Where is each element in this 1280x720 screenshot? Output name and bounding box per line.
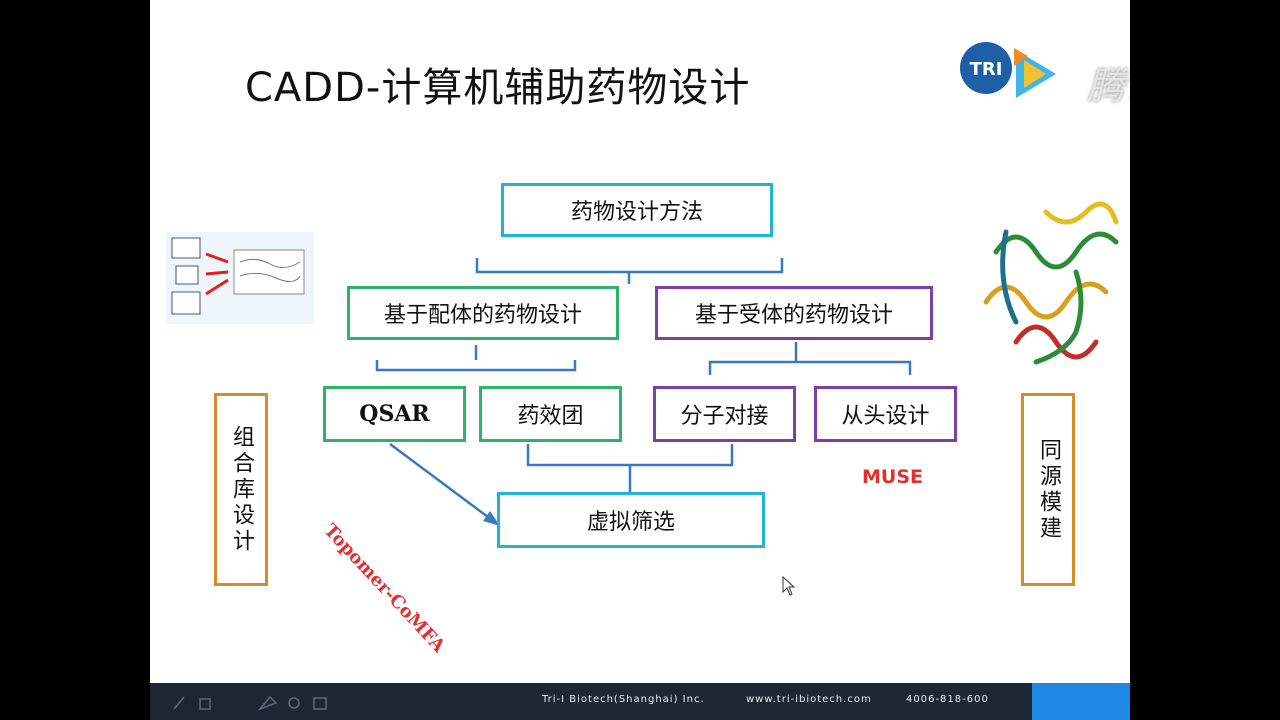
box-pharmacophore: 药效团 [479,386,622,442]
box-docking: 分子对接 [653,386,796,442]
logo-text: TRI [970,59,1003,80]
shape-icon [257,695,278,711]
slide-title: CADD-计算机辅助药物设计 [245,65,751,111]
box-combinatorial-library-label: 组合库设计 [229,424,254,555]
box-virtual-screening: 虚拟筛选 [497,492,765,548]
box-homology-modeling-label: 同源模建 [1036,437,1061,542]
connector-qsar-arrow [389,442,493,522]
footer-phone: 4006-818-600 [906,694,989,705]
slide-footer: Tri-I Biotech(Shanghai) Inc. www.tri-ibi… [150,683,1130,720]
mouse-cursor-icon [782,576,796,596]
box-receptor-based: 基于受体的药物设计 [655,286,933,340]
combinatorial-library-illustration [166,232,314,324]
footer-website: www.tri-ibiotech.com [746,694,872,705]
box-pharmacophore-label: 药效团 [517,404,584,429]
footer-accent-block [1032,683,1130,720]
box-homology-modeling: 同源模建 [1021,393,1075,586]
box-virtual-screening-label: 虚拟筛选 [586,510,675,535]
connector-root [475,258,784,274]
toolbar-icons [173,695,327,711]
box-qsar: QSAR [323,386,466,442]
box-qsar-label: QSAR [359,401,430,427]
arrowhead [483,511,500,526]
slide: CADD-计算机辅助药物设计 药物设计方法 基于配体的药物设计 基于受体的药物设… [150,0,1130,720]
box-de-novo: 从头设计 [814,386,957,442]
box-combinatorial-library: 组合库设计 [214,393,268,586]
diagram-connectors [375,258,912,526]
connector-receptor [708,360,912,375]
box-docking-label: 分子对接 [680,404,769,429]
screen-icon [313,697,327,710]
box-receptor-based-label: 基于受体的药物设计 [694,303,893,328]
muse-label: MUSE [862,466,923,488]
box-ligand-based: 基于配体的药物设计 [347,286,619,340]
box-drug-design-methods: 药物设计方法 [501,183,773,237]
protein-structure-illustration [983,201,1119,365]
box-icon [199,698,211,710]
box-ligand-based-label: 基于配体的药物设计 [383,303,582,328]
connector-vs [526,444,734,467]
watermark-text: 腾讯视频 [1087,64,1130,108]
connector-ligand [375,360,577,372]
pen-icon [173,696,185,710]
box-drug-design-methods-label: 药物设计方法 [570,200,703,225]
circle-icon [288,697,300,709]
footer-company: Tri-I Biotech(Shanghai) Inc. [542,694,705,705]
box-de-novo-label: 从头设计 [841,404,930,429]
tencent-video-logo-icon: TRI [960,42,1056,98]
